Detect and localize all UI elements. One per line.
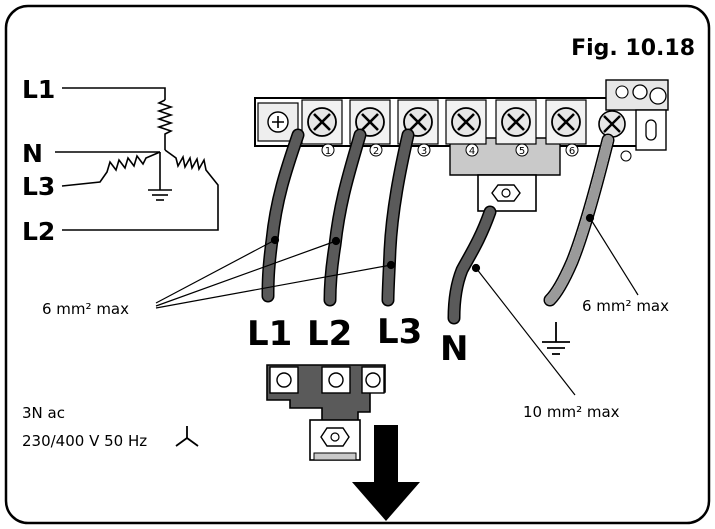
callout-earth [589,217,639,296]
terminal-number: 3 [421,146,427,157]
terminal-screw-cross [361,113,379,131]
star-icon-left [175,437,188,447]
jumper-hole-1 [276,372,292,388]
three-phase-star-icon [175,426,199,447]
terminal-4: 4 [445,99,487,157]
wire-n [449,207,495,323]
jumper-link [266,364,386,461]
schematic-label-l2: L2 [22,217,55,246]
jumper-clamp-bolt [330,432,340,442]
neutral-clamp-bolt [501,188,511,198]
earth-tab-screw-1 [632,84,648,100]
earth-tab-symbol [615,85,629,99]
terminal-number-badge [369,143,383,157]
wire-label-l1: L1 [247,314,292,354]
terminal-1: 1 [301,99,343,157]
jumper-hole-3 [365,372,381,388]
earth-cable-note: 6 mm² max [582,297,669,315]
callout-l2 [155,240,337,307]
figure-label: Fig. 10.18 [571,36,695,61]
wire-label-l2: L2 [307,314,352,354]
l3-coil [61,151,161,187]
wire-label-n: N [440,329,468,369]
callout-dot-l1 [270,235,280,245]
jumper-clamp-base [313,452,357,461]
terminal-number: 5 [519,146,525,157]
callout-dot-l3 [386,260,396,270]
earth-symbol [542,322,570,355]
terminal-number: 4 [469,146,475,157]
supply-type: 3N ac [22,404,65,422]
callout-dot-l2 [331,236,341,246]
schematic-label-l3: L3 [22,172,55,201]
terminal-3: 3 [397,99,439,157]
terminal-number-badge [321,143,335,157]
phase-cable-note: 6 mm² max [42,300,129,318]
terminal-number-badge [417,143,431,157]
terminal-screw-cross [313,113,331,131]
earth-mount-slot [645,119,657,141]
wire-l3 [383,130,413,305]
terminal-number-badge [565,143,579,157]
earth-terminal-cross [603,115,621,133]
callout-neutral [475,267,576,396]
supply-rating: 230/400 V 50 Hz [22,432,147,450]
terminal-5: 5 [495,99,537,157]
wire-earth-hatch [545,135,613,305]
terminal-number: 6 [569,146,575,157]
terminal-number-badge [465,143,479,157]
l1-coil [156,99,174,150]
l1-wire-line [62,87,166,100]
cables [261,128,615,325]
terminal-screw-cross [409,113,427,131]
schematic-label-n: N [22,139,43,168]
callout-l3 [155,264,392,309]
star-schematic [55,87,219,231]
terminal-screw-cross [457,113,475,131]
wire-l1 [263,130,303,301]
earth-terminal-mark [620,150,632,162]
mount-screw-left-slot [272,116,284,128]
callout-dot-neutral [471,263,481,273]
callout-dot-earth [585,213,595,223]
terminal-screw-cross [507,113,525,131]
callout-lines [155,213,639,396]
direction-arrow-icon [352,425,420,521]
callout-l1 [155,239,276,304]
terminal-number-badge [515,143,529,157]
star-icon-right [186,437,199,447]
terminal-screws: 1 2 3 4 5 6 [301,99,587,157]
terminal-screw-cross [557,113,575,131]
jumper-hole-2 [328,372,344,388]
wire-label-l3: L3 [377,312,422,352]
terminal-6: 6 [545,99,587,157]
l2-coil [62,149,219,231]
terminal-number: 2 [373,146,379,157]
schematic-label-l1: L1 [22,75,55,104]
terminal-number: 1 [325,146,331,157]
earth-tab-screw-2 [649,87,667,105]
neutral-cable-note: 10 mm² max [523,403,620,421]
